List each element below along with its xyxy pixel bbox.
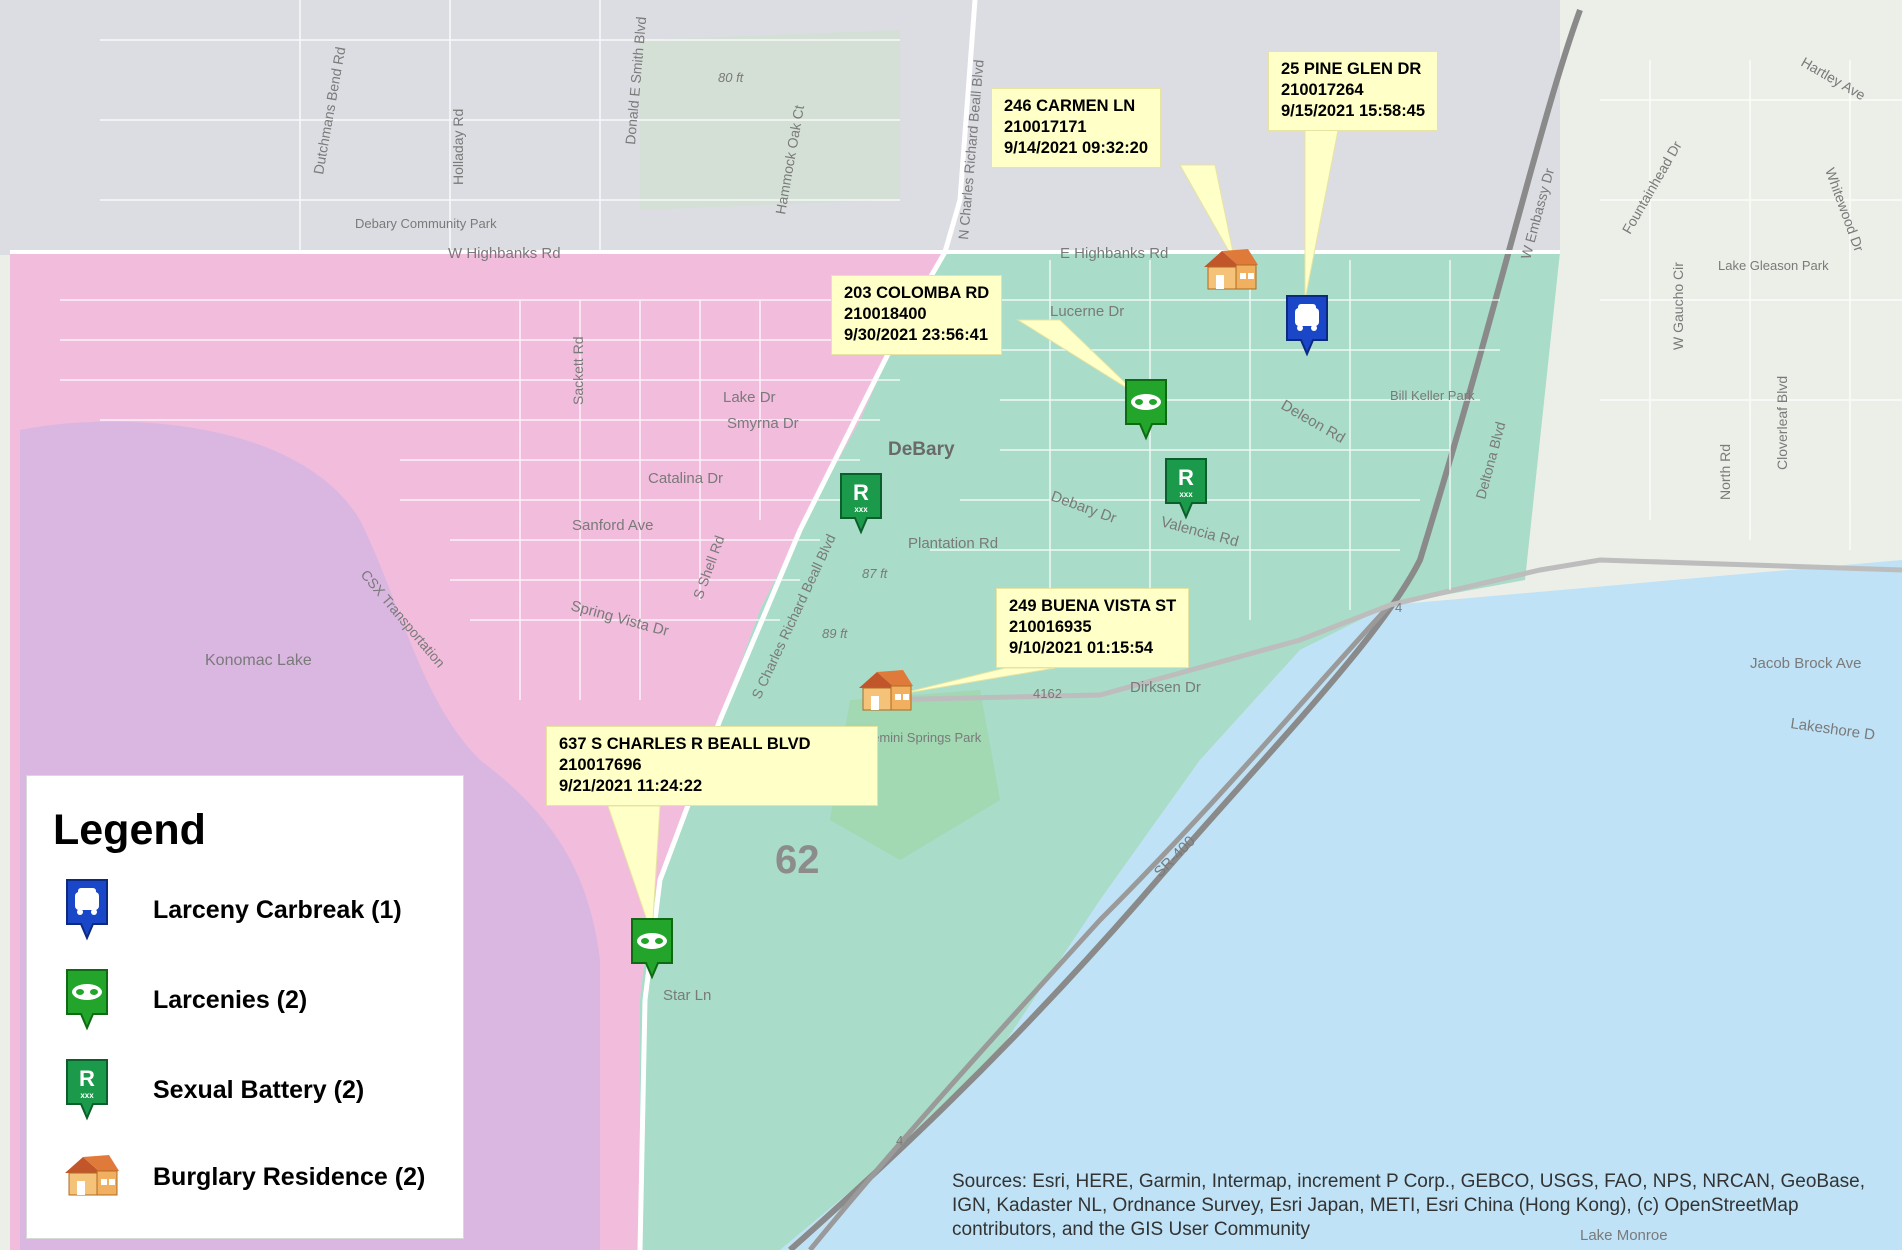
mask-marker-icon — [66, 969, 108, 1031]
incident-address: 203 COLOMBA RD — [844, 284, 990, 302]
incident-datetime: 9/30/2021 23:56:41 — [844, 326, 989, 344]
incident-case-number: 210018400 — [844, 305, 927, 323]
svg-text:xxx: xxx — [1179, 490, 1193, 499]
sr-400 — [808, 603, 1392, 1250]
route-4162 — [879, 557, 1902, 703]
sexual-battery-marker-icon[interactable]: R xxx — [837, 470, 885, 538]
label-smyrna-dr: Smyrna Dr — [727, 415, 799, 432]
label-w-highbanks: W Highbanks Rd — [448, 245, 561, 262]
label-w-gaucho: W Gaucho Cir — [1670, 262, 1686, 350]
label-bill-keller: Bill Keller Park — [1390, 388, 1475, 403]
incident-callout-colomba[interactable]: 203 COLOMBA RD 210018400 9/30/2021 23:56… — [831, 275, 1003, 355]
incident-case-number: 210016935 — [1009, 618, 1092, 636]
label-holladay: Holladay Rd — [450, 109, 466, 185]
legend-label: Burglary Residence (2) — [153, 1163, 426, 1191]
district-label: 62 — [775, 838, 820, 882]
label-catalina-dr: Catalina Dr — [648, 470, 723, 487]
legend-item-sexual-battery: R xxx Sexual Battery (2) — [27, 1056, 463, 1136]
lake-monroe-water — [780, 560, 1902, 1250]
incident-datetime: 9/15/2021 15:58:45 — [1281, 102, 1426, 120]
house-marker-icon — [65, 1155, 119, 1196]
sexual-battery-marker-icon[interactable]: R xxx — [1162, 455, 1210, 523]
svg-text:R: R — [79, 1066, 95, 1091]
car-marker-icon[interactable] — [1283, 292, 1331, 360]
incident-case-number: 210017171 — [1004, 118, 1087, 136]
incident-address: 25 PINE GLEN DR — [1281, 60, 1422, 78]
label-i4-south: 4 — [896, 1133, 903, 1148]
label-elev-87: 87 ft — [862, 566, 889, 581]
label-elev-80: 80 ft — [718, 70, 745, 85]
incident-case-number: 210017264 — [1281, 81, 1364, 99]
label-lake-gleason: Lake Gleason Park — [1718, 258, 1829, 273]
incident-datetime: 9/21/2021 11:24:22 — [559, 777, 703, 795]
svg-text:R: R — [853, 480, 869, 505]
label-cloverleaf: Cloverleaf Blvd — [1774, 376, 1790, 470]
legend-label: Sexual Battery (2) — [153, 1076, 365, 1104]
label-gemini-springs: Gemini Springs Park — [862, 730, 982, 745]
incident-address: 637 S CHARLES R BEALL BLVD — [559, 735, 811, 753]
label-elev-89: 89 ft — [822, 626, 849, 641]
house-marker-icon[interactable] — [855, 666, 915, 714]
legend-title: Legend — [53, 806, 206, 854]
legend-label: Larcenies (2) — [153, 986, 308, 1014]
incident-datetime: 9/14/2021 09:32:20 — [1004, 139, 1149, 157]
incident-callout-pine-glen[interactable]: 25 PINE GLEN DR 210017264 9/15/2021 15:5… — [1268, 51, 1439, 131]
incident-datetime: 9/10/2021 01:15:54 — [1009, 639, 1154, 657]
label-sackett: Sackett Rd — [570, 337, 586, 405]
legend-item-larcenies: Larcenies (2) — [27, 966, 463, 1046]
label-debary: DeBary — [888, 439, 955, 460]
label-lake-dr: Lake Dr — [723, 389, 776, 406]
minor-roads — [60, 0, 1902, 700]
label-dirksen-dr: Dirksen Dr — [1130, 679, 1201, 696]
map-attribution: Sources: Esri, HERE, Garmin, Intermap, i… — [952, 1171, 1865, 1240]
incident-address: 246 CARMEN LN — [1004, 97, 1136, 115]
svg-text:R: R — [1178, 465, 1194, 490]
label-jacob-brock: Jacob Brock Ave — [1750, 655, 1861, 672]
incident-address: 249 BUENA VISTA ST — [1009, 597, 1177, 615]
incident-callout-buena-vista[interactable]: 249 BUENA VISTA ST 210016935 9/10/2021 0… — [996, 588, 1190, 668]
legend-panel: Legend Larceny Carbreak (1) Larcenies (2… — [26, 775, 464, 1239]
label-i4-north: 4 — [1395, 600, 1402, 615]
incident-case-number: 210017696 — [559, 756, 642, 774]
label-lake-monroe: Lake Monroe — [1580, 1227, 1668, 1244]
callout-pointers — [607, 119, 1341, 936]
house-marker-icon[interactable] — [1200, 245, 1260, 293]
label-sanford-ave: Sanford Ave — [572, 517, 653, 534]
legend-label: Larceny Carbreak (1) — [153, 896, 402, 924]
label-star-ln: Star Ln — [663, 987, 711, 1004]
mask-marker-icon[interactable] — [1122, 376, 1170, 444]
incident-callout-carmen[interactable]: 246 CARMEN LN 210017171 9/14/2021 09:32:… — [991, 88, 1162, 168]
mask-marker-icon[interactable] — [628, 915, 676, 983]
legend-item-larceny-carbreak: Larceny Carbreak (1) — [27, 876, 463, 956]
legend-item-burglary-residence: Burglary Residence (2) — [27, 1151, 463, 1231]
svg-text:xxx: xxx — [854, 505, 868, 514]
svg-text:xxx: xxx — [80, 1091, 94, 1100]
car-marker-icon — [66, 879, 108, 941]
label-route-4162: 4162 — [1033, 686, 1062, 701]
interstate-4 — [788, 8, 1583, 1250]
label-north-rd: North Rd — [1717, 444, 1733, 500]
label-debary-park: Debary Community Park — [355, 216, 497, 231]
label-plantation-rd: Plantation Rd — [908, 535, 998, 552]
label-e-highbanks: E Highbanks Rd — [1060, 245, 1168, 262]
incident-callout-charles-beall[interactable]: 637 S CHARLES R BEALL BLVD 210017696 9/2… — [546, 726, 878, 806]
label-lucerne-dr: Lucerne Dr — [1050, 303, 1124, 320]
label-konomac-lake: Konomac Lake — [205, 652, 312, 669]
sexual-battery-marker-icon: R xxx — [66, 1059, 108, 1121]
